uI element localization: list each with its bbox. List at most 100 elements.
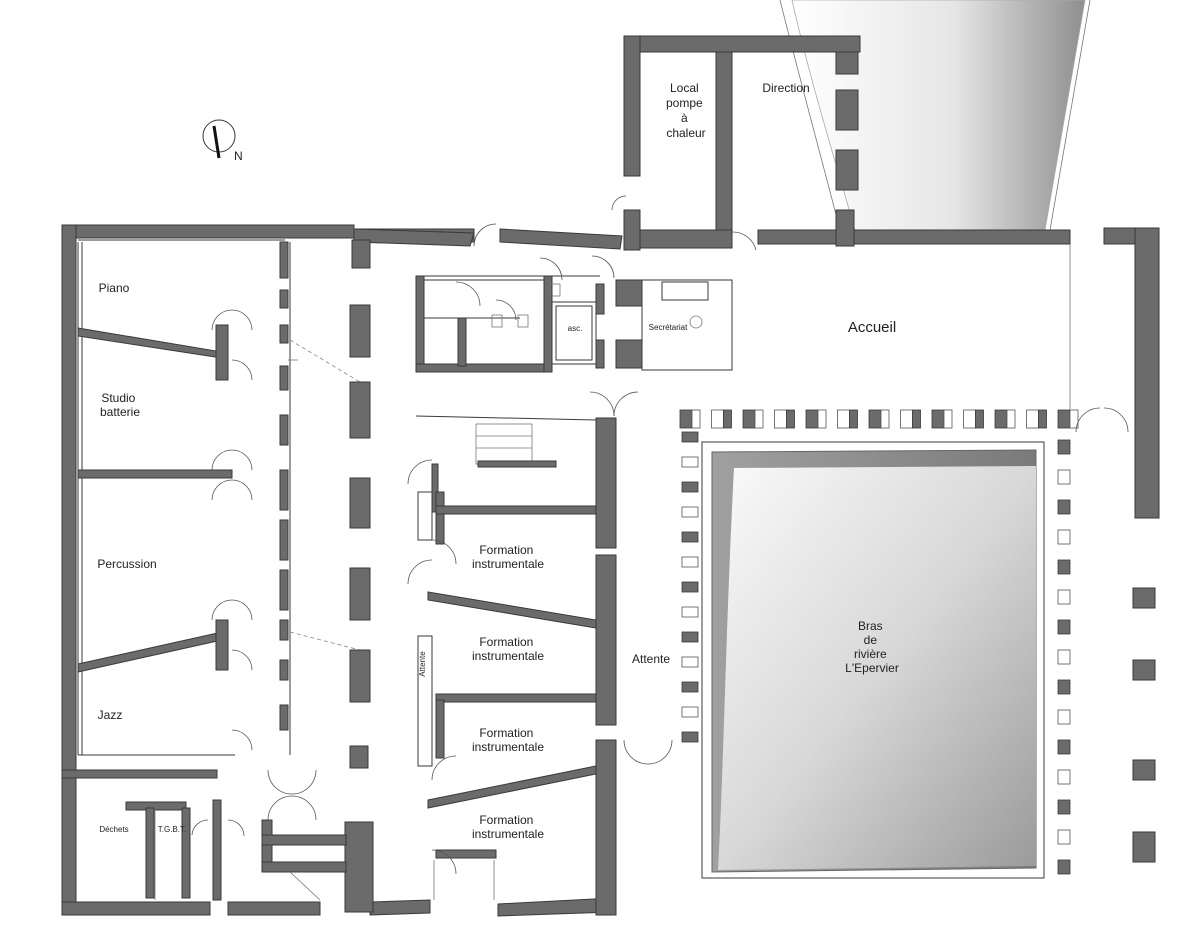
courtyard-pillar	[1057, 499, 1071, 515]
attente-label: Attente	[632, 652, 670, 666]
attente-small-label: Attente	[418, 651, 427, 677]
courtyard-pillar	[681, 631, 699, 643]
courtyard-pillar	[681, 506, 699, 518]
courtyard-pillar	[723, 409, 732, 429]
courtyard-pillar	[1057, 769, 1071, 785]
percussion-label: Percussion	[97, 557, 156, 571]
formation-4-line-1: Formation	[479, 813, 533, 827]
courtyard-pillar	[1057, 529, 1071, 545]
courtyard-pillar	[994, 409, 1008, 429]
river-label-line-3: rivière	[854, 647, 887, 661]
courtyard-pillar	[817, 409, 827, 429]
local-pompe-line-4: chaleur	[666, 126, 705, 140]
courtyard-pillar	[754, 409, 764, 429]
svg-text:Bras de rivière: Bras de rivière L'Epervier	[845, 619, 899, 675]
courtyard-pillar	[849, 409, 858, 429]
courtyard-pillar	[681, 456, 699, 468]
courtyard-pillar	[742, 409, 756, 429]
direction-label: Direction	[762, 81, 809, 95]
courtyard-pillar	[1057, 709, 1071, 725]
local-pompe-line-1: Local	[670, 81, 699, 95]
courtyard-pillar	[1057, 649, 1071, 665]
courtyard-pillar	[1026, 409, 1039, 429]
room-labels: Local pompe à chaleur Direction Piano St…	[97, 81, 899, 841]
courtyard-pillar	[912, 409, 921, 429]
courtyard-pillar	[681, 556, 699, 568]
svg-text:Formation instrumentale: Formation instrumentale	[472, 635, 544, 663]
courtyard-pillar	[975, 409, 984, 429]
jazz-label: Jazz	[98, 708, 123, 722]
east-doors	[623, 244, 1129, 765]
piano-label: Piano	[99, 281, 130, 295]
local-pompe-line-2: pompe	[666, 96, 703, 110]
courtyard-pillar	[681, 731, 699, 743]
courtyard-pillar	[774, 409, 787, 429]
courtyard-pillar	[931, 409, 945, 429]
courtyard-pillar	[963, 409, 976, 429]
courtyard-pillar	[837, 409, 850, 429]
studio-label-line-1: Studio	[101, 391, 135, 405]
courtyard-pillar	[1057, 679, 1071, 695]
courtyard-pillar	[1057, 469, 1071, 485]
studios-block	[77, 239, 361, 756]
service-rooms	[61, 769, 347, 901]
formation-2-line-1: Formation	[479, 635, 533, 649]
courtyard-pillar	[681, 606, 699, 618]
services-center	[415, 223, 733, 417]
svg-text:Formation instrumentale: Formation instrumentale	[472, 726, 544, 754]
courtyard-pillars	[679, 409, 1079, 875]
courtyard-pillar	[681, 656, 699, 668]
courtyard-pillar	[786, 409, 795, 429]
formation-4-line-2: instrumentale	[472, 827, 544, 841]
accueil-label: Accueil	[848, 319, 896, 336]
courtyard-pillar	[681, 431, 699, 443]
courtyard-pillar	[681, 681, 699, 693]
svg-text:Formation instrumentale: Formation instrumentale	[472, 813, 544, 841]
courtyard-pillar	[679, 409, 693, 429]
formation-1-line-1: Formation	[479, 543, 533, 557]
courtyard-pillar	[1057, 439, 1071, 455]
courtyard-pillar	[805, 409, 819, 429]
secretariat-label: Secrétariat	[649, 323, 688, 332]
courtyard-pillar	[900, 409, 913, 429]
courtyard-pillar	[1057, 559, 1071, 575]
dechets-label: Déchets	[99, 825, 128, 834]
asc-label: asc.	[568, 324, 583, 333]
courtyard-pillar	[1057, 739, 1071, 755]
courtyard-pillar	[681, 706, 699, 718]
courtyard-pillar	[1057, 619, 1071, 635]
courtyard-pillar	[681, 581, 699, 593]
courtyard-pillar	[943, 409, 953, 429]
north-label: N	[234, 149, 243, 163]
north-annex	[611, 35, 861, 251]
studio-label-line-2: batterie	[100, 405, 140, 419]
courtyard-pillar	[691, 409, 701, 429]
formation-block	[407, 415, 617, 900]
formation-3-line-1: Formation	[479, 726, 533, 740]
formation-3-line-2: instrumentale	[472, 740, 544, 754]
compass: N	[202, 119, 243, 163]
courtyard-pillar	[1057, 589, 1071, 605]
svg-text:Studio batterie: Studio batterie	[100, 391, 140, 419]
courtyard-pillar	[711, 409, 724, 429]
courtyard-pillar	[880, 409, 890, 429]
river-label-line-2: de	[864, 633, 878, 647]
river-label-line-1: Bras	[858, 619, 883, 633]
river-label-line-4: L'Epervier	[845, 661, 899, 675]
courtyard-pillar	[868, 409, 882, 429]
local-pompe-line-3: à	[681, 111, 688, 125]
formation-1-line-2: instrumentale	[472, 557, 544, 571]
courtyard-pillar	[1057, 859, 1071, 875]
svg-text:Formation instrumentale: Formation instrumentale	[472, 543, 544, 571]
tgbt-label: T.G.B.T.	[158, 825, 186, 834]
courtyard-pillar	[1057, 409, 1071, 429]
courtyard-pillar	[1069, 409, 1079, 429]
courtyard-pillar	[681, 481, 699, 493]
courtyard-pillar	[1038, 409, 1047, 429]
river-arm	[701, 441, 1045, 879]
courtyard-pillar	[1057, 799, 1071, 815]
svg-text:Local pompe à: Local pompe à chaleur	[666, 81, 706, 140]
courtyard-pillar	[681, 531, 699, 543]
courtyard-pillar	[1057, 829, 1071, 845]
